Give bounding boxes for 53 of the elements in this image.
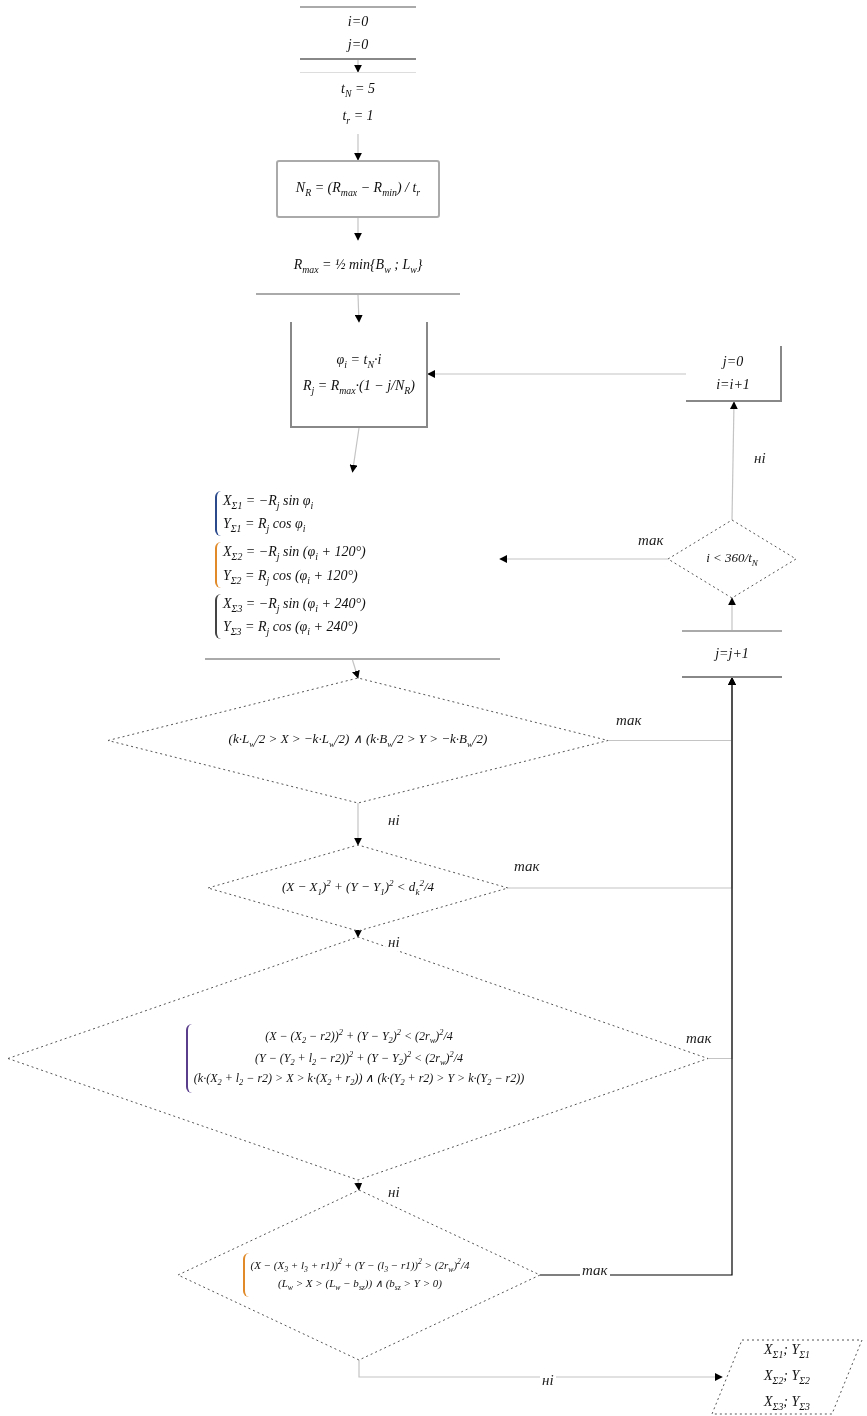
formula-text: t$_{r}$ = 1: [342, 106, 374, 127]
process-box: [300, 6, 416, 60]
arrow: [354, 217, 362, 241]
formula-text: Y$_{Σ2}$ = R$_{j}$ cos (φ$_{i}$ + 120°): [223, 566, 359, 587]
formula-text: (k·(X$_{2}$ + l$_{2}$ − r2) > X > k·(X$_{2}$ + r$_{2}$)) ∧ (k·(Y$_{2}$ + r2) > Y > k·(Y$_{2}$ − r2)): [193, 1071, 525, 1090]
formula-text: X$_{Σ3}$; Y$_{Σ3}$: [764, 1393, 810, 1414]
output-parallelogram: [712, 1340, 862, 1414]
arrow: [354, 802, 362, 846]
process-box: [682, 630, 782, 678]
formula-text: φ$_{i}$ = t$_{N}$·i: [336, 350, 382, 371]
formula-text: X$_{Σ2}$ = −R$_{j}$ sin (φ$_{i}$ + 120°): [223, 543, 366, 564]
formula-text: Y$_{Σ3}$ = R$_{j}$ cos (φ$_{i}$ + 240°): [223, 617, 359, 638]
arrow: [729, 401, 738, 521]
formula-text: (X − (X$_{3}$ + l$_{3}$ + r1))$^{2}$ + (Y − (l$_{3}$ − r1))$^{2}$ > (2r$_{w}$)$^{2}$/4: [250, 1256, 470, 1275]
arrow: [354, 929, 362, 938]
formula-text: (Y − (Y$_{2}$ + l$_{2}$ − r2))$^{2}$ + (Y − Y$_{2}$)$^{2}$ < (2r$_{w}$)$^{2}$/4: [255, 1049, 463, 1069]
arrow: [539, 677, 736, 1276]
decision-diamond: [208, 845, 508, 931]
formula-text: j=0: [347, 36, 369, 54]
process-box: [290, 322, 428, 428]
process-box: [686, 346, 782, 402]
arrow: [358, 1359, 723, 1381]
formula-text: Y$_{Σ1}$ = R$_{j}$ cos φ$_{i}$: [223, 515, 307, 536]
arrow: [349, 427, 360, 473]
formula-text: (L$_{w}$ > X > (L$_{w}$ − b$_{sz}$)) ∧ (b$_{sz}$ > Y > 0): [278, 1277, 442, 1294]
formula-text: X$_{Σ1}$ = −R$_{j}$ sin φ$_{i}$: [223, 492, 314, 513]
arrow: [354, 133, 362, 161]
formula-text: i=0: [347, 12, 369, 30]
arrow: [499, 555, 669, 563]
decision-diamond: [668, 520, 796, 598]
formula-text: (X − (X$_{2}$ − r2))$^{2}$ + (Y − Y$_{2}$)$^{2}$ < (2r$_{w}$)$^{2}$/4: [265, 1027, 453, 1047]
formula-text: N$_{R}$ = (R$_{max}$ − R$_{min}$) / t$_{r}$: [295, 179, 421, 199]
process-box: [276, 160, 440, 218]
formula-text: i < 360/t$_{N}$: [706, 549, 758, 569]
formula-text: R$_{j}$ = R$_{max}$·(1 − j/N$_{R}$): [303, 377, 415, 398]
arrow: [354, 294, 363, 323]
edge-label: ні: [386, 934, 402, 951]
formula-text: j=0: [722, 352, 744, 370]
arrow: [728, 597, 736, 631]
arrow: [354, 1179, 363, 1191]
arrow: [351, 659, 360, 679]
formula-text: t$_{N}$ = 5: [341, 80, 375, 101]
formula-text: j=j+1: [715, 645, 749, 663]
formula-text: X$_{Σ1}$; Y$_{Σ1}$: [764, 1340, 810, 1361]
formula-text: (k·L$_{w}$/2 > X > −k·L$_{w}$/2) ∧ (k·B$_{w}$/2 > Y > −k·B$_{w}$/2): [228, 731, 488, 750]
formula-text: X$_{Σ3}$ = −R$_{j}$ sin (φ$_{i}$ + 240°): [223, 594, 366, 615]
formula-text: R$_{max}$ = ½ min{B$_{w}$ ; L$_{w}$}: [293, 256, 423, 277]
formula-text: i=i+1: [716, 376, 750, 394]
arrow: [354, 59, 362, 73]
formula-text: X$_{Σ2}$; Y$_{Σ2}$: [764, 1367, 810, 1387]
formula-text: (X − X$_{1}$)$^{2}$ + (Y − Y$_{1}$)$^{2}$ < d$_{k}$$^{2}$/4: [281, 877, 435, 899]
arrow: [427, 370, 687, 378]
decision-diamond: [108, 678, 608, 803]
